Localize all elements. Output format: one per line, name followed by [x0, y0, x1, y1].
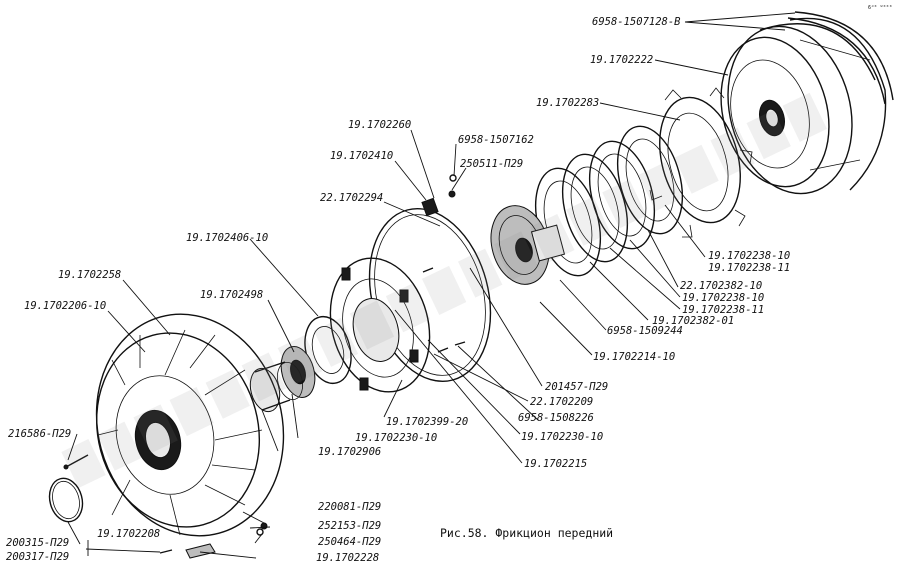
- part-label: 19.1702214-10: [593, 351, 675, 363]
- part-label: 19.1702206-10: [24, 300, 106, 312]
- part-label: 19.1702238-11: [708, 262, 790, 274]
- part-label: 252153-П29: [318, 520, 381, 532]
- part-label: 19.1702222: [590, 54, 653, 66]
- watermark-graphic: [61, 91, 829, 489]
- part-label: 250511-П29: [460, 158, 523, 170]
- part-label: 19.1702258: [58, 269, 121, 281]
- corner-mark: 6ᵈ⁰ ᵂ⁰⁰⁰: [868, 5, 892, 11]
- part-label: 19.1702230-10: [521, 431, 603, 443]
- part-label: 19.1702410: [330, 150, 393, 162]
- gear-plate-part: [649, 87, 753, 238]
- part-label: 200315-П29: [6, 537, 69, 549]
- part-label: 19.1702238-11: [682, 304, 764, 316]
- part-label: 22.1702209: [530, 396, 593, 408]
- part-label: 19.1702906: [318, 446, 381, 458]
- part-label: 19.1702382-01: [652, 315, 734, 327]
- part-label: 6958-1507162: [458, 134, 534, 146]
- part-label: 220081-П29: [318, 501, 381, 513]
- pressure-plate-part: [329, 257, 431, 393]
- part-label: 6958-1509244: [607, 325, 683, 337]
- part-label: 19.1702406-10: [186, 232, 268, 244]
- part-label: 19.1702283: [536, 97, 599, 109]
- part-label: 19.1702230-10: [355, 432, 437, 444]
- part-label: 19.1702260: [348, 119, 411, 131]
- leader-lines: [67, 12, 796, 559]
- hub-gear-part: [490, 205, 566, 285]
- part-label: 19.1702228: [316, 552, 379, 564]
- part-label: 19.1702498: [200, 289, 263, 301]
- part-label: 216586-П29: [8, 428, 71, 440]
- part-label: 19.1702238-10: [682, 292, 764, 304]
- part-labels: 6958-1507128-В 19.1702222 19.1702283 19.…: [6, 16, 790, 564]
- bracket-part: [185, 543, 216, 559]
- part-label: 6958-1507128-В: [592, 16, 681, 28]
- part-label: 250464-П29: [318, 536, 381, 548]
- retaining-ring-part: [787, 11, 894, 105]
- part-label: 19.1702208: [97, 528, 160, 540]
- part-label: 201457-П29: [545, 381, 608, 393]
- sleeve-part: [249, 361, 303, 413]
- front-housing-part: [95, 313, 285, 537]
- snap-ring-part: [48, 477, 84, 523]
- part-label: 19.1702215: [524, 458, 587, 470]
- part-label: 19.1702238-10: [708, 250, 790, 262]
- drum-housing-part: [720, 17, 887, 195]
- part-label: 19.1702399-20: [386, 416, 468, 428]
- figure-caption: Рис.58. Фрикцион передний: [440, 526, 613, 540]
- part-label: 6958-1508226: [518, 412, 594, 424]
- part-label: 22.1702294: [320, 192, 383, 204]
- pin-part: [63, 454, 89, 470]
- part-label: 22.1702382-10: [680, 280, 762, 292]
- part-label: 200317-П29: [6, 551, 69, 563]
